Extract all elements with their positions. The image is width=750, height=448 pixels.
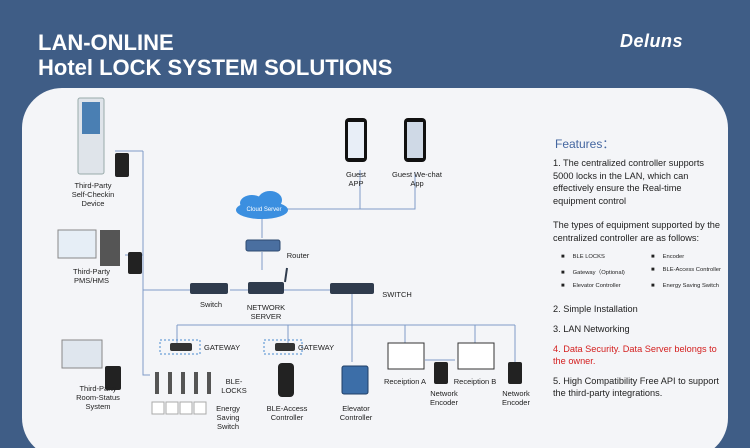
equipment-gateway: Gateway（Optional): [561, 267, 651, 276]
title-line-2: Hotel LOCK SYSTEM SOLUTIONS: [38, 55, 393, 80]
cloud-label: Cloud Server: [246, 207, 282, 213]
features-item-2: 2. Simple Installation: [553, 303, 723, 315]
encoder-2-label: Network Encoder: [502, 389, 530, 407]
room-status-icon: [61, 339, 121, 390]
equipment-energy-switch: Energy Saving Switch: [651, 283, 731, 289]
elevator-label: Elevator Controller: [339, 404, 373, 422]
energy-switch-label: Energy Saving Switch: [216, 404, 240, 431]
gateway-2-label: GATEWAY: [298, 343, 335, 352]
item-2-text: 2. Simple Installation: [553, 304, 638, 314]
reception-b-label: Receiption B: [453, 377, 497, 386]
encoder-1-label: Network Encoder: [430, 389, 458, 407]
equipment-ble-access: BLE-Access Controller: [651, 267, 731, 276]
gateway-1-label: GATEWAY: [204, 343, 241, 352]
switch-left-label: Switch: [199, 300, 223, 309]
equipment-list: BLE LOCKS Encoder Gateway（Optional) BLE-…: [561, 254, 723, 289]
features-item-3: 3. LAN Networking: [553, 324, 630, 334]
energy-switch-icons: [151, 401, 207, 415]
ble-locks-icons: [155, 372, 211, 394]
ble-access-icon: [278, 363, 294, 397]
router-icon: [245, 239, 281, 252]
equipment-elevator: Elevator Controller: [561, 283, 651, 289]
features-panel: Features： 1. The centralized controller …: [553, 135, 723, 407]
features-types-intro: The types of equipment supported by the …: [553, 220, 721, 243]
title-line-1: LAN-ONLINE: [38, 30, 174, 55]
ble-locks-label: BLE-LOCKS: [221, 377, 247, 395]
equipment-ble-locks: BLE LOCKS: [561, 254, 651, 260]
pms-computer-icon: [57, 229, 142, 274]
features-item-5: 5. High Compatibility Free API to suppor…: [553, 376, 719, 398]
kiosk-icon: [77, 97, 129, 177]
reception-a-label: Receiption A: [383, 377, 427, 386]
pms-label: Third-Party PMS/HMS: [72, 267, 111, 285]
switch-icons: [190, 267, 374, 294]
room-status-label: Third-Party Room-Status System: [76, 384, 120, 411]
equipment-encoder: Encoder: [651, 254, 731, 260]
features-title: Features：: [555, 137, 615, 151]
reception-computer-icons: [387, 342, 495, 370]
checkin-label: Third-Party Self-Checkin Device: [71, 181, 115, 208]
features-item-4: 4. Data Security. Data Server belongs to…: [553, 344, 717, 366]
ble-access-label: BLE-Access Controller: [266, 404, 308, 422]
elevator-controller-icon: [341, 365, 369, 395]
features-item-1: 1. The centralized controller supports 5…: [553, 158, 704, 206]
guest-app-label: Guest APP: [345, 170, 366, 188]
switch-right-label: SWITCH: [382, 290, 412, 299]
brand-logo: Deluns: [620, 31, 684, 51]
guest-wechat-label: Guest We-chat App: [392, 170, 442, 188]
network-server-label: NETWORK SERVER: [246, 303, 286, 321]
smartphone-icon: [345, 118, 426, 162]
gateway-icons: [159, 339, 303, 355]
connection-lines: [115, 150, 516, 376]
encoder-icons: [434, 362, 522, 384]
cloud-icon: [236, 191, 288, 219]
router-label: Router: [286, 251, 310, 260]
